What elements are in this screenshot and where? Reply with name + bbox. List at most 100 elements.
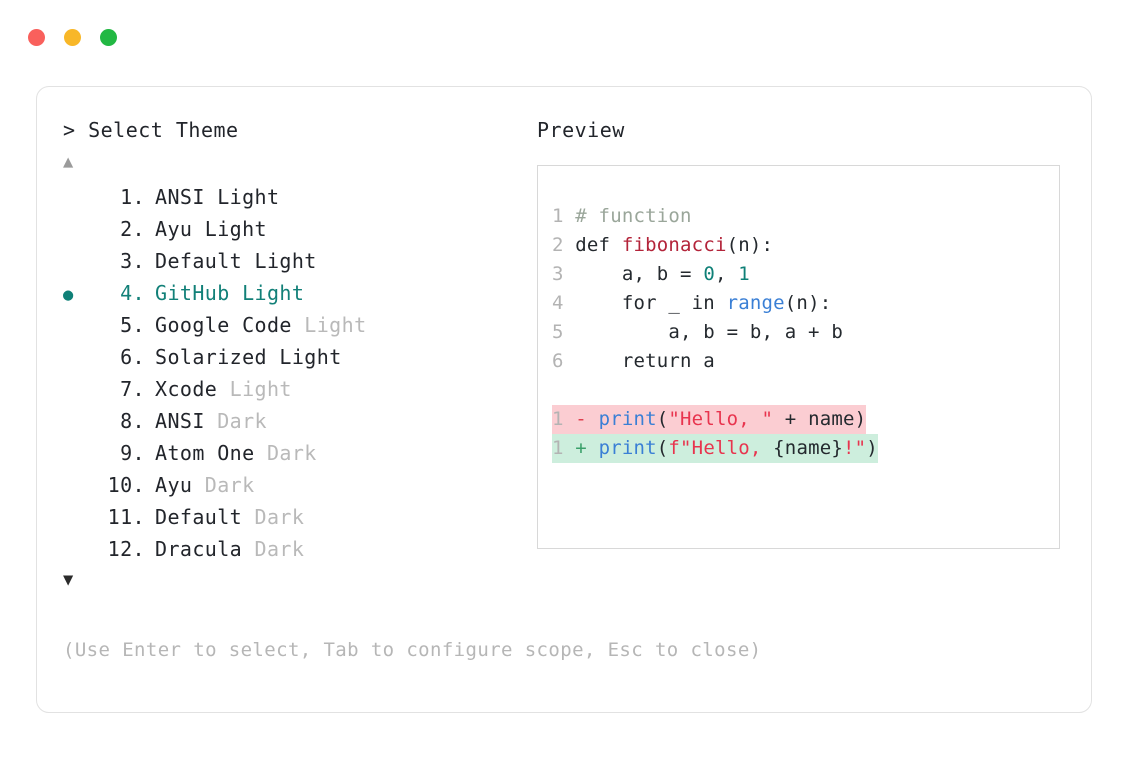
code-token-builtin: range — [726, 292, 785, 314]
diff-line-del: 1 - print("Hello, " + name) — [552, 405, 867, 434]
theme-item-variant: Dark — [204, 409, 267, 433]
code-token-comment: # function — [575, 205, 692, 227]
line-number: 1 — [552, 408, 576, 430]
theme-item-name: Dracula — [155, 537, 243, 561]
bullet-placeholder — [63, 183, 97, 215]
code-token-plain: for _ in — [575, 292, 727, 314]
theme-list-item[interactable]: 2.Ayu Light — [63, 215, 533, 247]
theme-list: 1.ANSI Light 2. Ayu Light 3. Default Light… — [63, 183, 533, 567]
theme-item-name: Google Code — [155, 313, 292, 337]
code-token-fndef: fibonacci — [621, 234, 727, 256]
bullet-placeholder — [63, 439, 97, 471]
scroll-up-icon[interactable]: ▲ — [63, 152, 74, 172]
code-line: 4 for _ in range(n): — [552, 289, 831, 318]
theme-item-index: 8. — [120, 409, 145, 433]
theme-item-index: 6. — [120, 345, 145, 369]
theme-item-variant: Dark — [192, 473, 255, 497]
minimize-window-icon[interactable] — [64, 29, 81, 46]
code-token-builtin: print — [598, 437, 657, 459]
theme-item-variant: Light — [242, 249, 317, 273]
code-line: 6 return a — [552, 347, 715, 376]
theme-list-item[interactable]: ●4.GitHub Light — [63, 279, 533, 311]
code-token-plain: ( — [656, 437, 669, 459]
theme-list-item[interactable]: 3. Default Light — [63, 247, 533, 279]
code-line: 3 a, b = 0, 1 — [552, 260, 750, 289]
scroll-down-icon[interactable]: ▼ — [63, 570, 74, 590]
close-window-icon[interactable] — [28, 29, 45, 46]
code-token-plain: , — [714, 263, 739, 285]
code-token-builtin: print — [598, 408, 657, 430]
theme-item-index: 10. — [107, 473, 145, 497]
line-number: 5 — [552, 321, 576, 343]
theme-selector-pane: > Select Theme ▲ 1.ANSI Light 2. Ayu Ligh… — [63, 117, 533, 591]
theme-picker-card: > Select Theme ▲ 1.ANSI Light 2. Ayu Ligh… — [36, 86, 1092, 713]
code-token-num: 0 — [703, 263, 715, 285]
theme-item-variant: Dark — [242, 537, 305, 561]
bullet-placeholder — [63, 311, 97, 343]
bullet-placeholder — [63, 503, 97, 535]
theme-item-variant: Light — [217, 377, 292, 401]
diff-block: 1 - print("Hello, " + name)1 + print(f"H… — [552, 405, 1059, 463]
theme-list-item[interactable]: 12.Dracula Dark — [63, 535, 533, 567]
theme-item-name: ANSI — [155, 185, 205, 209]
code-line: 2 def fibonacci(n): — [552, 231, 773, 260]
line-number: 3 — [552, 263, 576, 285]
bullet-placeholder — [63, 407, 97, 439]
code-token-plain: (n): — [784, 292, 832, 314]
preview-label: Preview — [537, 118, 625, 142]
theme-item-index: 3. — [120, 249, 145, 273]
line-number: 6 — [552, 350, 576, 372]
theme-item-name: GitHub — [155, 281, 230, 305]
bullet-placeholder — [63, 375, 97, 407]
theme-list-item[interactable]: 9.Atom One Dark — [63, 439, 533, 471]
keyboard-help-text: (Use Enter to select, Tab to configure s… — [63, 639, 762, 661]
code-token-plain: ) — [866, 437, 878, 459]
maximize-window-icon[interactable] — [100, 29, 117, 46]
theme-item-name: Ayu — [155, 217, 193, 241]
theme-list-item[interactable]: 6. Solarized Light — [63, 343, 533, 375]
theme-item-name: ANSI — [155, 409, 205, 433]
code-line: 5 a, b = b, a + b — [552, 318, 843, 347]
theme-item-variant: Light — [291, 313, 367, 337]
theme-item-index: 2. — [120, 217, 145, 241]
line-number: 1 — [552, 437, 576, 459]
select-theme-prompt: > Select Theme — [63, 118, 239, 142]
bullet-placeholder — [63, 247, 97, 279]
theme-item-variant: Light — [229, 281, 305, 305]
diff-marker: + — [575, 437, 599, 459]
bullet-placeholder — [63, 535, 97, 567]
line-number: 4 — [552, 292, 576, 314]
theme-item-name: Default — [155, 505, 243, 529]
bullet-placeholder — [63, 215, 97, 247]
code-token-plain: a, b = — [575, 263, 704, 285]
theme-item-index: 11. — [107, 505, 145, 529]
theme-item-variant: Light — [266, 345, 342, 369]
line-number: 2 — [552, 234, 576, 256]
theme-list-item[interactable]: 8. ANSI Dark — [63, 407, 533, 439]
theme-item-variant: Dark — [254, 441, 317, 465]
code-token-num: 1 — [738, 263, 750, 285]
code-token-str: "Hello, " — [668, 408, 774, 430]
theme-item-name: Default — [155, 249, 243, 273]
theme-list-item[interactable]: 7.Xcode Light — [63, 375, 533, 407]
theme-item-name: Solarized — [155, 345, 267, 369]
theme-item-index: 9. — [120, 441, 145, 465]
code-line: 1 # function — [552, 202, 692, 231]
window-controls — [28, 29, 117, 46]
theme-list-item[interactable]: 5.Google Code Light — [63, 311, 533, 343]
theme-item-name: Ayu — [155, 473, 193, 497]
code-token-kw: def — [575, 234, 622, 256]
theme-list-item[interactable]: 11.Default Dark — [63, 503, 533, 535]
theme-list-item[interactable]: 1.ANSI Light — [63, 183, 533, 215]
theme-list-item[interactable]: 10. Ayu Dark — [63, 471, 533, 503]
code-token-str: !" — [843, 437, 867, 459]
code-token-str: f"Hello, — [668, 437, 774, 459]
bullet-placeholder — [63, 471, 97, 503]
bullet-placeholder — [63, 343, 97, 375]
theme-item-index: 7. — [120, 377, 145, 401]
line-number: 1 — [552, 205, 576, 227]
code-token-plain: + name) — [773, 408, 867, 430]
